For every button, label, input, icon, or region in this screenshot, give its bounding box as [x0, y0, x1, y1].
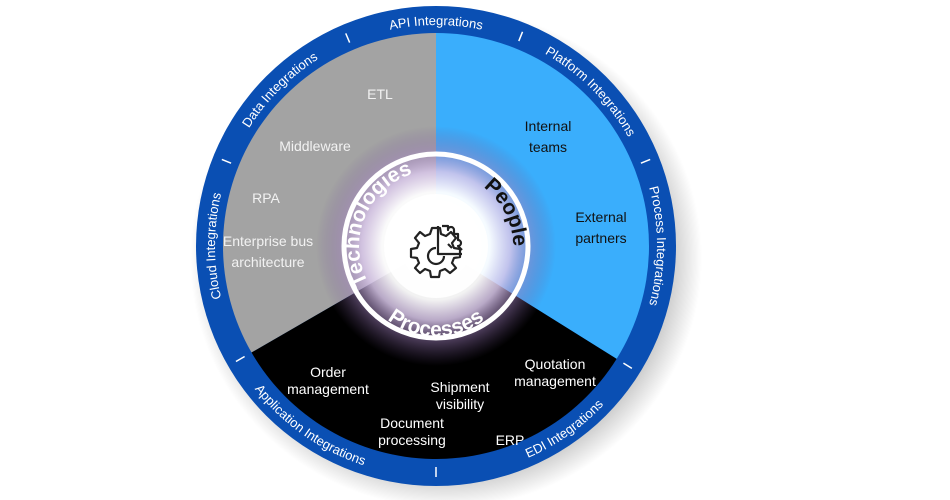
inner-white-ring: [341, 151, 531, 341]
item-etl: ETL: [367, 86, 393, 102]
item-enterprise-bus-line2: architecture: [231, 254, 304, 270]
ring-separator: [345, 33, 351, 43]
item-order-management-line2: management: [287, 381, 369, 397]
item-shipment-visibility-line1: Shipment: [430, 379, 489, 395]
core-circle: [384, 194, 488, 298]
ring-separator: [235, 355, 245, 363]
ring-label-cloud-integrations: Cloud Integrations: [203, 191, 224, 301]
item-external-partners-line1: External: [575, 209, 626, 225]
item-middleware: Middleware: [279, 138, 351, 154]
ring-label-api-integrations: API Integrations: [388, 13, 485, 33]
item-rpa: RPA: [252, 190, 280, 206]
item-quotation-management-line1: Quotation: [525, 356, 586, 372]
technologies-items: ETL Middleware RPA Enterprise bus archit…: [223, 86, 393, 270]
item-shipment-visibility-line2: visibility: [436, 396, 484, 412]
item-quotation-management-line2: management: [514, 373, 596, 389]
ring-separator: [640, 158, 651, 164]
item-internal-teams-line1: Internal: [525, 118, 572, 134]
item-enterprise-bus-line1: Enterprise bus: [223, 233, 313, 249]
ring-separator: [623, 362, 633, 370]
ring-separator: [221, 158, 232, 164]
item-document-processing-line2: processing: [378, 432, 446, 448]
item-erp: ERP: [496, 432, 525, 448]
ring-separators: [221, 31, 651, 477]
item-order-management-line1: Order: [310, 364, 346, 380]
people-items: Internal teams External partners: [525, 118, 627, 246]
gear-with-puzzle-piece-icon: [409, 224, 463, 279]
item-external-partners-line2: partners: [575, 230, 626, 246]
item-document-processing-line1: Document: [380, 415, 444, 431]
processes-items: Order management Shipment visibility Quo…: [287, 356, 596, 448]
ring-separator: [518, 31, 524, 42]
item-internal-teams-line2: teams: [529, 139, 567, 155]
